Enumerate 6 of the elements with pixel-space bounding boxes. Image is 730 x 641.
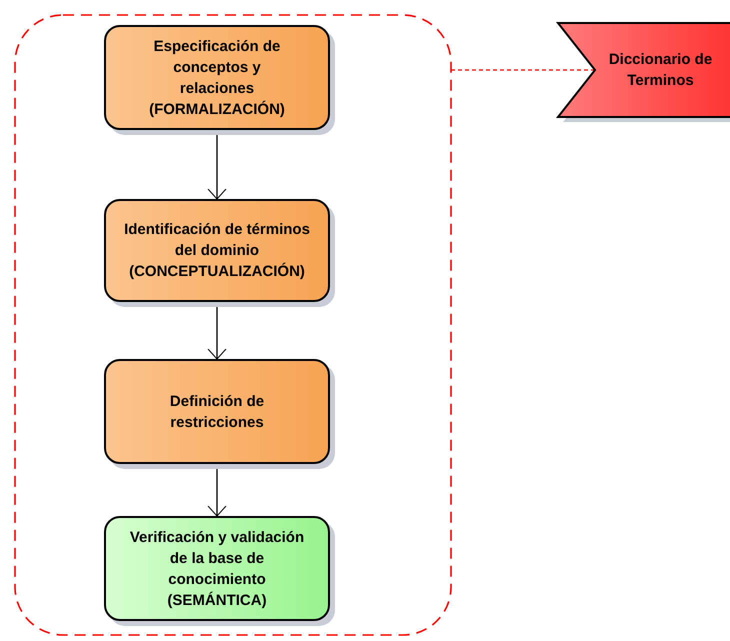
connector-line	[451, 69, 595, 71]
node-label: Verificación y validación de la base de conocimiento (SEMÁNTICA)	[128, 528, 306, 610]
node-label: Especificación de conceptos y relaciones (FORMALIZACIÓN)	[148, 36, 286, 120]
node-label: Identificación de términos del dominio (CONCEPTUALIZACIÓN)	[123, 220, 311, 282]
node-label: Definición de restricciones	[168, 392, 266, 432]
dashed-group-outline	[14, 14, 452, 636]
